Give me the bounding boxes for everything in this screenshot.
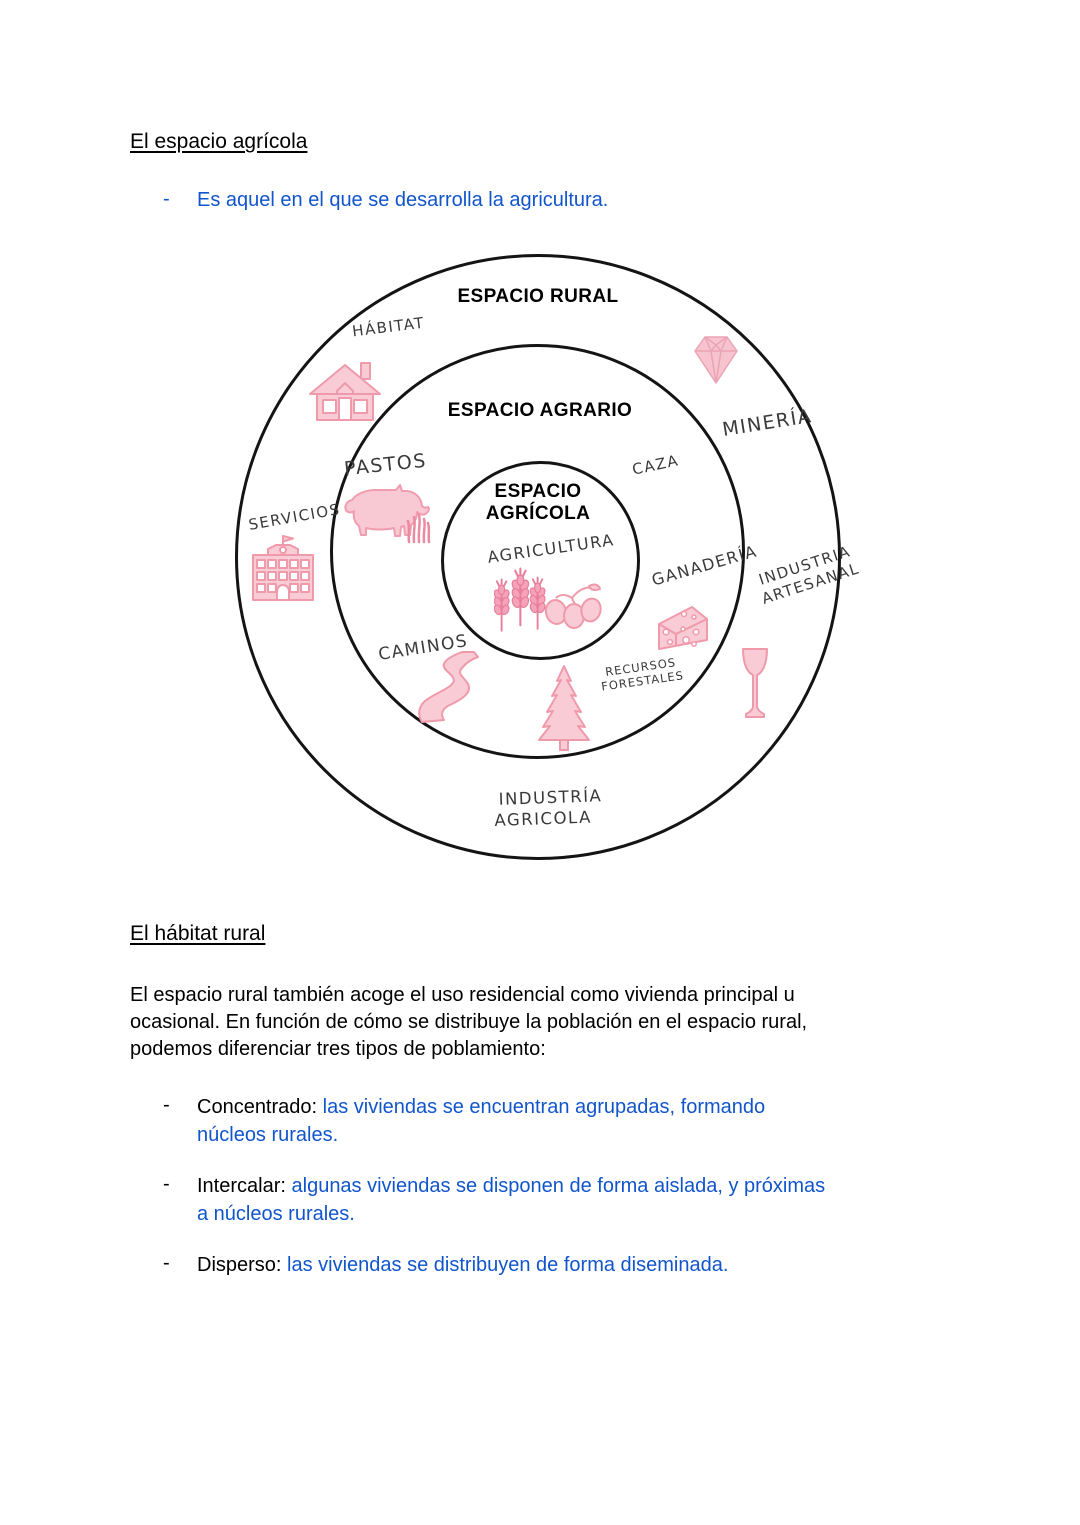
intro-bullet-text: Es aquel en el que se desarrolla la agri… <box>197 189 609 211</box>
bullet-text: las viviendas se encuentran agrupadas, f… <box>322 1096 766 1118</box>
espacio-agricola-ring <box>441 461 640 660</box>
heading-habitat-rural: El hábitat rural <box>130 922 266 945</box>
paragraph-line: podemos diferenciar tres tipos de poblam… <box>130 1038 546 1060</box>
wine-glass-icon <box>742 648 768 718</box>
label-industria-agricola-line1: INDUSTRÍA <box>498 786 603 809</box>
espacio-agrario-ring <box>330 344 745 759</box>
label-espacio-agricola: ESPACIO AGRÍCOLA <box>388 481 688 525</box>
bullet-text-line2: núcleos rurales. <box>197 1124 339 1146</box>
grass-icon <box>406 513 431 544</box>
house-icon <box>309 362 381 421</box>
paragraph-line: El espacio rural también acoge el uso re… <box>130 984 795 1006</box>
bullet-concentrado: Concentrado: las viviendas se encuentran… <box>197 1093 765 1149</box>
label-espacio-agricola-line2: AGRÍCOLA <box>485 503 591 524</box>
bullet-dash: - <box>163 1173 170 1195</box>
heading-espacio-agricola: El espacio agrícola <box>130 130 308 153</box>
concentric-rings-diagram: ESPACIO RURAL ESPACIO AGRARIO ESPACIO AG… <box>235 254 862 860</box>
bullet-term: Disperso: <box>197 1254 282 1276</box>
bullet-dash: - <box>163 1252 170 1274</box>
bullet-text: las viviendas se distribuyen de forma di… <box>287 1254 729 1276</box>
olives-icon <box>544 583 602 629</box>
label-industria-agricola: INDUSTRÍA AGRICOLA <box>494 785 603 831</box>
pine-tree-icon <box>538 665 590 751</box>
diamond-icon <box>694 336 738 384</box>
cheese-icon <box>658 606 708 650</box>
intro-bullet-dash: - <box>163 188 170 210</box>
bullet-text-line2: a núcleos rurales. <box>197 1203 355 1225</box>
paragraph-line: ocasional. En función de cómo se distrib… <box>130 1011 808 1033</box>
school-building-icon <box>252 535 314 601</box>
road-icon <box>418 651 479 723</box>
bullet-intercalar: Intercalar: algunas viviendas se dispone… <box>197 1172 825 1228</box>
bullet-text: algunas viviendas se disponen de forma a… <box>291 1175 826 1197</box>
label-espacio-agricola-line1: ESPACIO <box>494 481 582 502</box>
bullet-term: Intercalar: <box>197 1175 286 1197</box>
bullet-disperso: Disperso: las viviendas se distribuyen d… <box>197 1251 728 1279</box>
wheat-icon <box>494 567 546 632</box>
habitat-paragraph: El espacio rural también acoge el uso re… <box>130 982 807 1063</box>
label-espacio-rural: ESPACIO RURAL <box>457 286 619 307</box>
label-espacio-agrario: ESPACIO AGRARIO <box>447 400 633 421</box>
label-industria-agricola-line2: AGRICOLA <box>494 807 593 830</box>
bullet-term: Concentrado: <box>197 1096 318 1118</box>
espacio-rural-ring <box>235 254 841 860</box>
bullet-dash: - <box>163 1094 170 1116</box>
